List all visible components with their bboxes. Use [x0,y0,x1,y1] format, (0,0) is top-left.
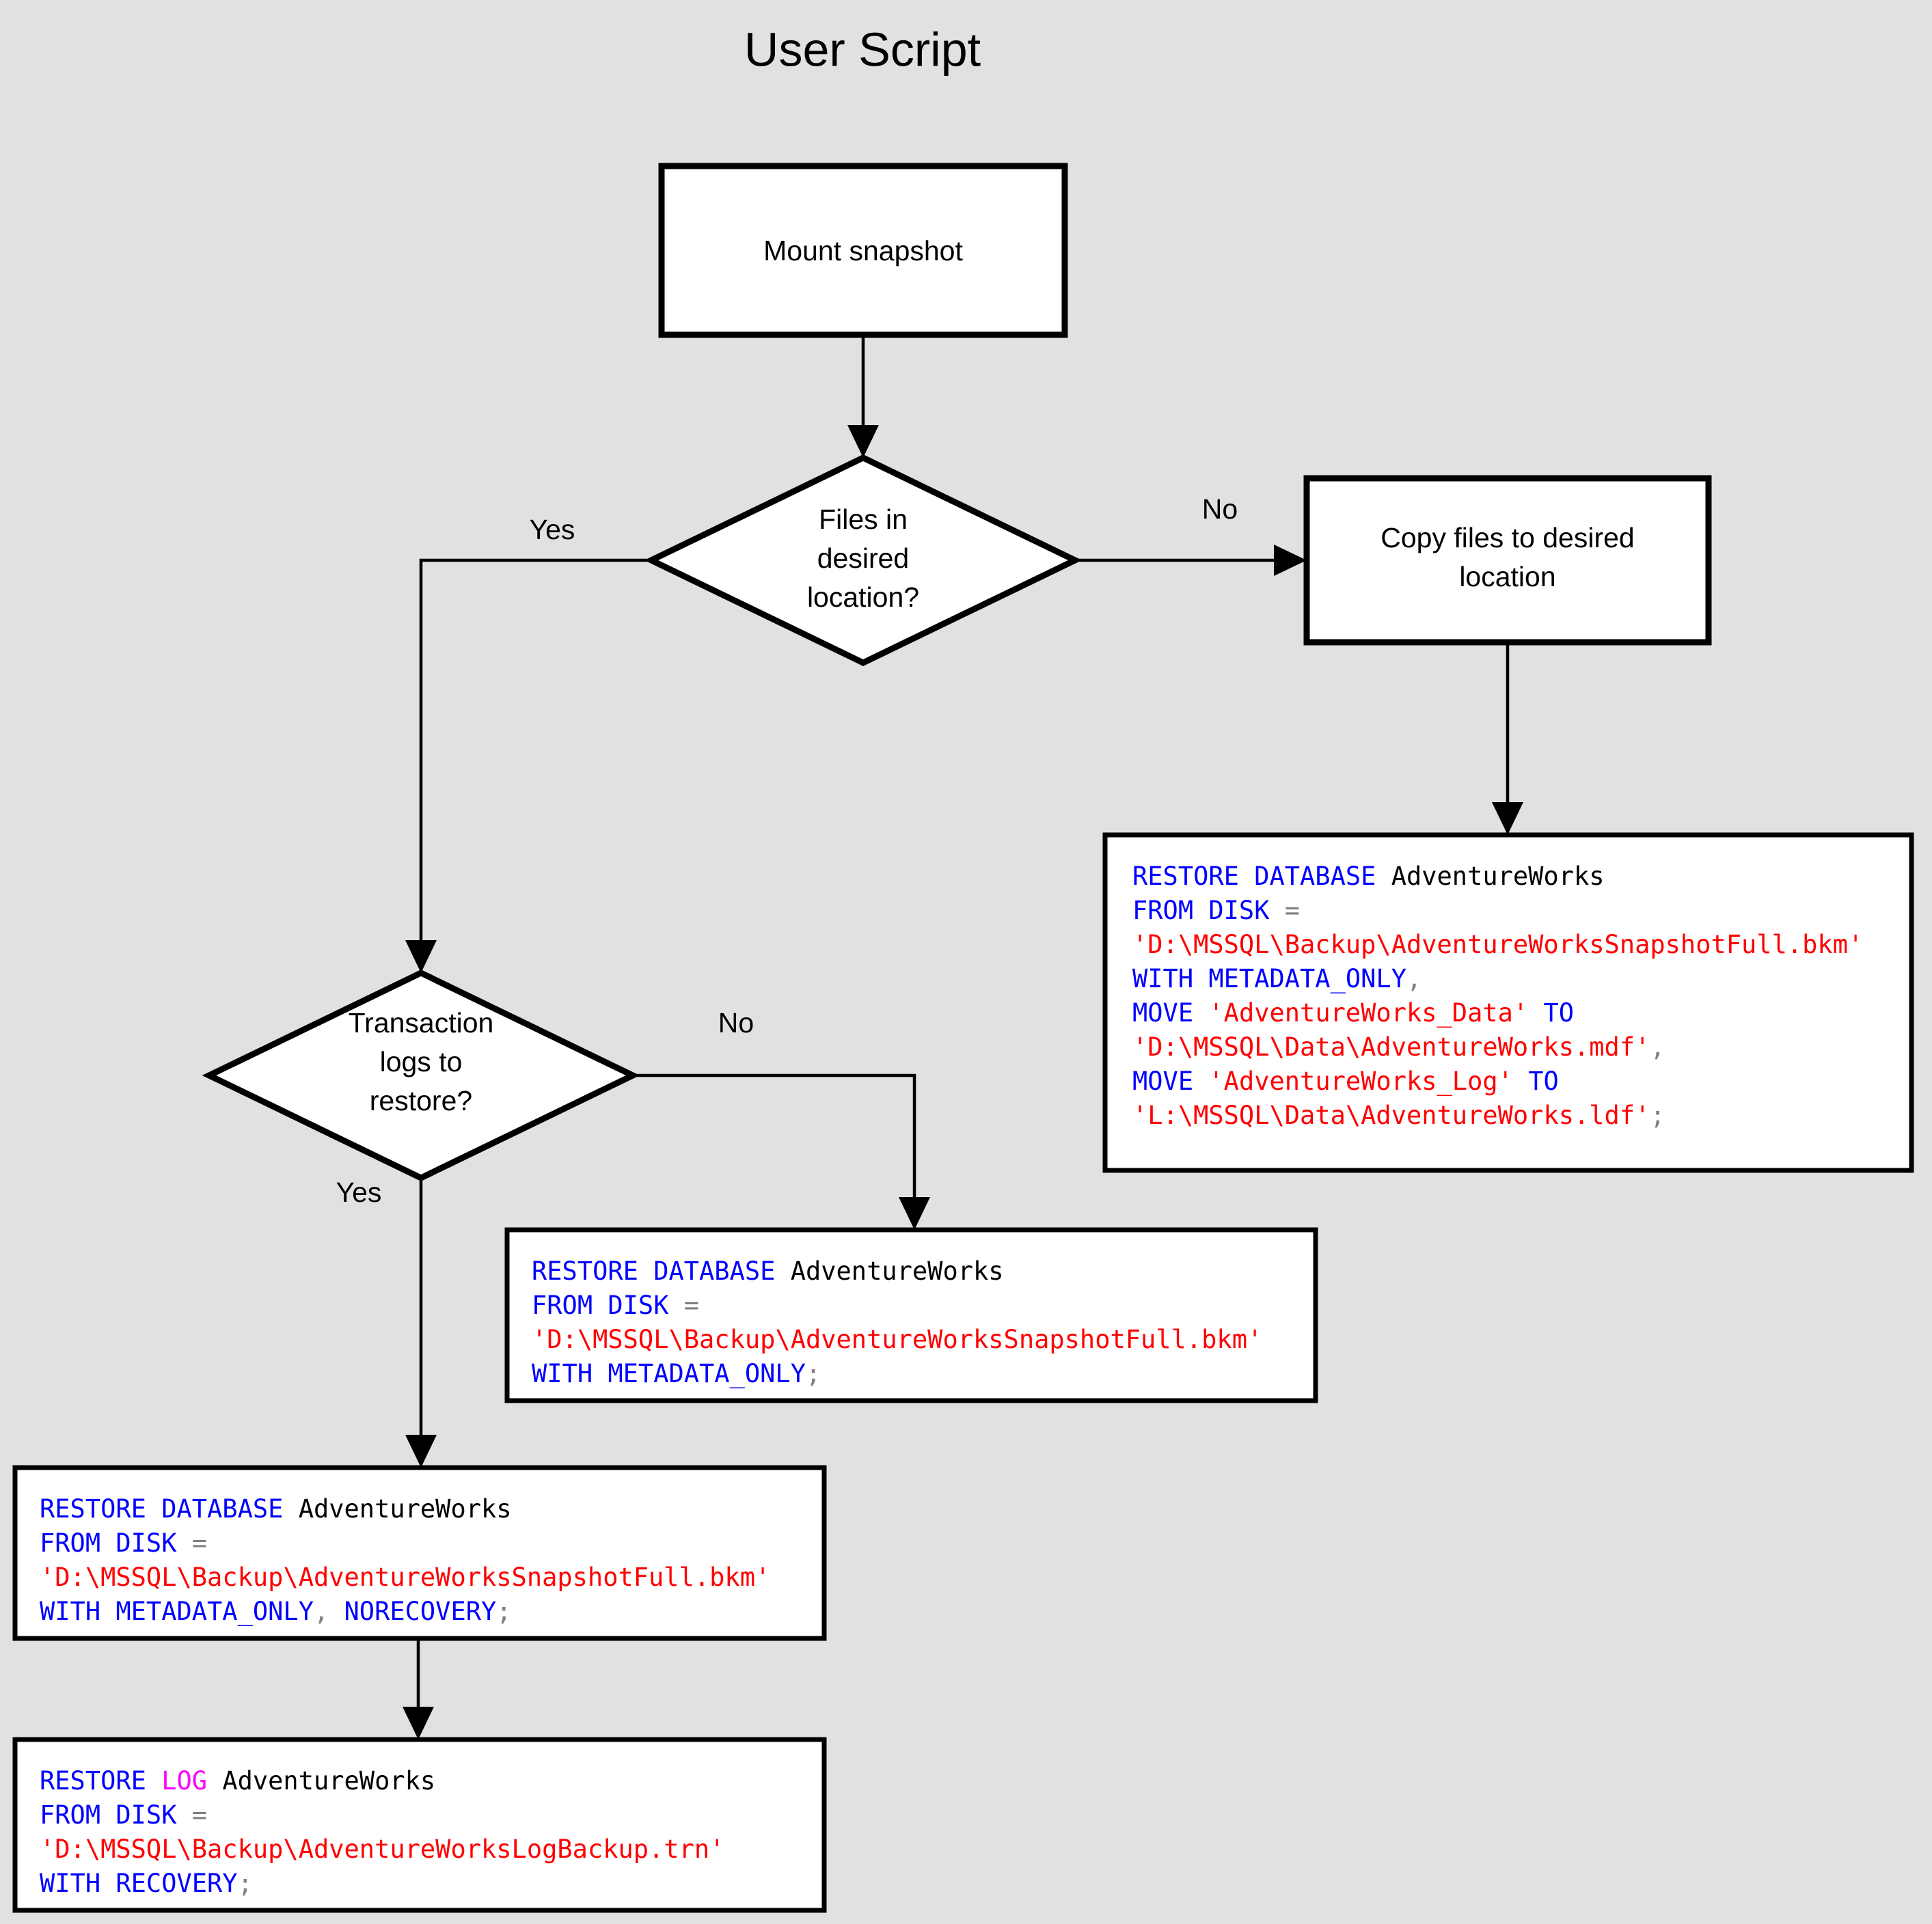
code-line: WITH METADATA_ONLY, NORECOVERY; [40,1595,770,1629]
code-line: FROM DISK = [1132,894,1863,928]
code-line: 'D:\MSSQL\Backup\AdventureWorksLogBackup… [40,1832,724,1867]
code-token: , [1406,964,1422,993]
code-token: , [1650,1032,1665,1062]
node-transaction-logs-line2: logs to [380,1046,463,1077]
code-line: RESTORE LOG AdventureWorks [40,1764,724,1798]
code-token: ; [805,1359,821,1388]
code-token: ; [496,1597,512,1626]
code-line: FROM DISK = [532,1289,1262,1323]
code-token: 'L:\MSSQL\Data\AdventureWorks.ldf' [1132,1101,1650,1130]
code-block-restore-metadata-only-frame[interactable] [504,1227,1318,1403]
page-title: User Script [744,23,981,76]
node-files-in-location[interactable] [644,454,1083,666]
code-token: 'D:\MSSQL\Backup\AdventureWorksSnapshotF… [532,1325,1263,1354]
code-line: 'D:\MSSQL\Backup\AdventureWorksSnapshotF… [532,1323,1262,1357]
code-token: = [683,1291,700,1320]
code-token: FROM DISK [532,1291,684,1320]
code-line: WITH RECOVERY; [40,1867,724,1901]
arrowhead-files-yes [405,940,437,973]
node-files-in-location-line1: Files in [819,504,908,535]
node-transaction-logs-line1: Transaction [349,1007,494,1039]
code-line: 'D:\MSSQL\Backup\AdventureWorksSnapshotF… [40,1561,770,1595]
code-token: 'AdventureWorks_Log' [1208,1067,1513,1096]
code-line: MOVE 'AdventureWorks_Data' TO [1132,996,1863,1030]
arrowhead-copy-to-restore-move [1492,802,1523,835]
code-token: = [191,1528,208,1558]
code-token: FROM DISK [1132,896,1285,925]
node-copy-files[interactable] [1303,475,1712,646]
code-token: FROM DISK [40,1800,192,1830]
code-token: 'D:\MSSQL\Data\AdventureWorks.mdf' [1132,1032,1650,1062]
arrowhead-norecovery-to-log [403,1707,434,1740]
code-token: = [1284,896,1301,925]
code-token: RESTORE DATABASE [532,1256,791,1286]
code-token: FROM DISK [40,1528,192,1558]
connector-files-yes [419,558,651,957]
code-token: WITH METADATA_ONLY [1132,964,1406,993]
code-token: MOVE [1132,998,1209,1028]
node-files-in-location-line2: desired [817,542,909,574]
code-token: ; [1650,1101,1665,1130]
code-block-restore-norecovery-frame[interactable] [12,1465,827,1641]
code-token: ; [237,1869,253,1898]
code-token: TO [1528,998,1575,1028]
connector-logs-no [633,1073,916,1215]
code-line: RESTORE DATABASE AdventureWorks [40,1492,770,1526]
arrowhead-mount-to-files [847,425,879,458]
code-line: 'D:\MSSQL\Backup\AdventureWorksSnapshotF… [1132,928,1863,962]
code-line: RESTORE DATABASE AdventureWorks [1132,860,1863,894]
code-line: WITH METADATA_ONLY, [1132,962,1863,996]
code-token: 'D:\MSSQL\Backup\AdventureWorksLogBackup… [40,1834,725,1864]
arrowhead-logs-yes [405,1435,437,1468]
code-token: 'AdventureWorks_Data' [1208,998,1529,1028]
code-token: AdventureWorks [207,1766,436,1796]
code-token: = [191,1800,208,1830]
code-line: 'D:\MSSQL\Data\AdventureWorks.mdf', [1132,1030,1863,1064]
edge-label-files-yes: Yes [530,514,575,545]
code-block-restore-with-move-frame[interactable] [1102,832,1914,1173]
code-token: MOVE [1132,1067,1209,1096]
code-token: WITH METADATA_ONLY [40,1597,314,1626]
arrowhead-files-no [1274,545,1307,576]
code-line: FROM DISK = [40,1798,724,1832]
code-line: RESTORE DATABASE AdventureWorks [532,1254,1262,1289]
node-mount-snapshot-label: Mount snapshot [763,235,963,266]
code-block-restore-log-frame[interactable] [12,1737,827,1913]
code-token: LOG [161,1766,208,1796]
code-token: NORECOVERY [344,1597,497,1626]
code-token: WITH METADATA_ONLY [532,1359,806,1388]
node-copy-files-line2: location [1459,561,1555,592]
code-token: AdventureWorks [298,1494,512,1524]
code-token: AdventureWorks [790,1256,1004,1286]
code-line: FROM DISK = [40,1526,770,1561]
code-token: TO [1512,1067,1559,1096]
code-line: MOVE 'AdventureWorks_Log' TO [1132,1064,1863,1099]
node-transaction-logs-line3: restore? [370,1085,472,1116]
edge-label-files-no: No [1202,493,1238,525]
edge-label-logs-yes: Yes [336,1177,382,1208]
edge-label-logs-no: No [718,1007,754,1039]
code-token: , [313,1597,344,1626]
code-line: WITH METADATA_ONLY; [532,1357,1262,1391]
arrowhead-logs-no [899,1197,930,1230]
code-token: RESTORE [40,1766,162,1796]
code-line: 'L:\MSSQL\Data\AdventureWorks.ldf'; [1132,1099,1863,1133]
code-token: RESTORE DATABASE [1132,862,1391,891]
code-token: 'D:\MSSQL\Backup\AdventureWorksSnapshotF… [1132,930,1864,959]
node-copy-files-line1: Copy files to desired [1380,522,1634,553]
node-files-in-location-line3: location? [807,581,919,613]
code-token: 'D:\MSSQL\Backup\AdventureWorksSnapshotF… [40,1563,771,1592]
node-mount-snapshot[interactable] [658,163,1068,338]
code-token: WITH RECOVERY [40,1869,238,1898]
code-token: RESTORE DATABASE [40,1494,299,1524]
code-token: AdventureWorks [1391,862,1605,891]
